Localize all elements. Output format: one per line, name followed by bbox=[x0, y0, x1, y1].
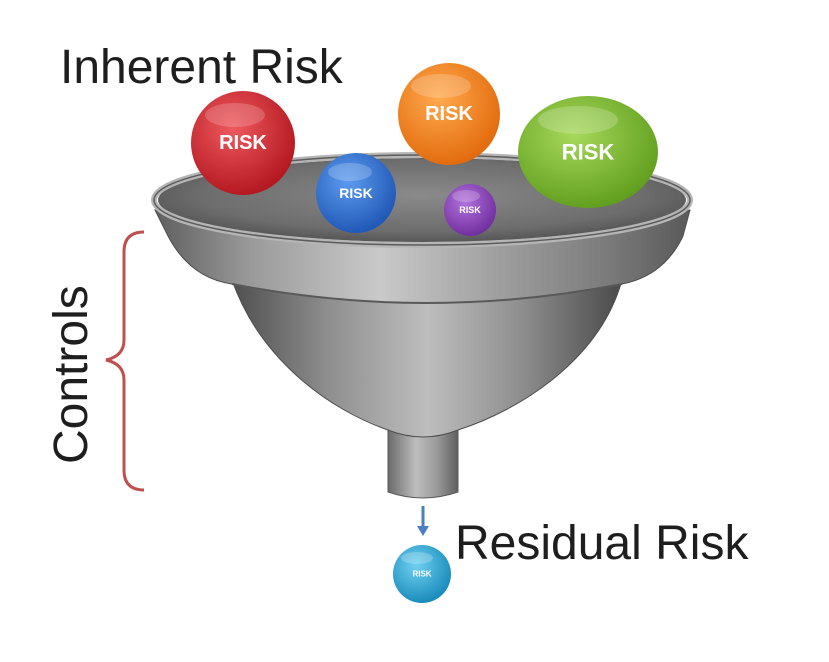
bubble-blue-label: RISK bbox=[339, 185, 372, 201]
funnel-spout bbox=[387, 424, 459, 499]
bubble-cyan-label: RISK bbox=[412, 570, 431, 579]
bubble-blue: RISK bbox=[316, 153, 396, 233]
bubble-orange-label: RISK bbox=[425, 103, 473, 125]
bubble-purple: RISK bbox=[444, 184, 496, 236]
controls-label: Controls bbox=[45, 285, 98, 464]
inherent-risk-label: Inherent Risk bbox=[60, 41, 343, 94]
bubble-red-label: RISK bbox=[219, 132, 267, 154]
funnel-seam bbox=[231, 283, 623, 304]
bubble-purple-label: RISK bbox=[459, 205, 481, 215]
residual-risk-label: Residual Risk bbox=[455, 517, 749, 570]
bubble-cyan: RISK bbox=[393, 545, 451, 603]
funnel bbox=[151, 152, 693, 499]
bubble-green-label: RISK bbox=[562, 140, 615, 165]
residual-arrow bbox=[417, 506, 429, 536]
bubble-red: RISK bbox=[191, 91, 295, 195]
controls-bracket bbox=[105, 230, 145, 492]
bubble-green: RISK bbox=[518, 96, 658, 208]
bubble-orange: RISK bbox=[398, 63, 500, 165]
